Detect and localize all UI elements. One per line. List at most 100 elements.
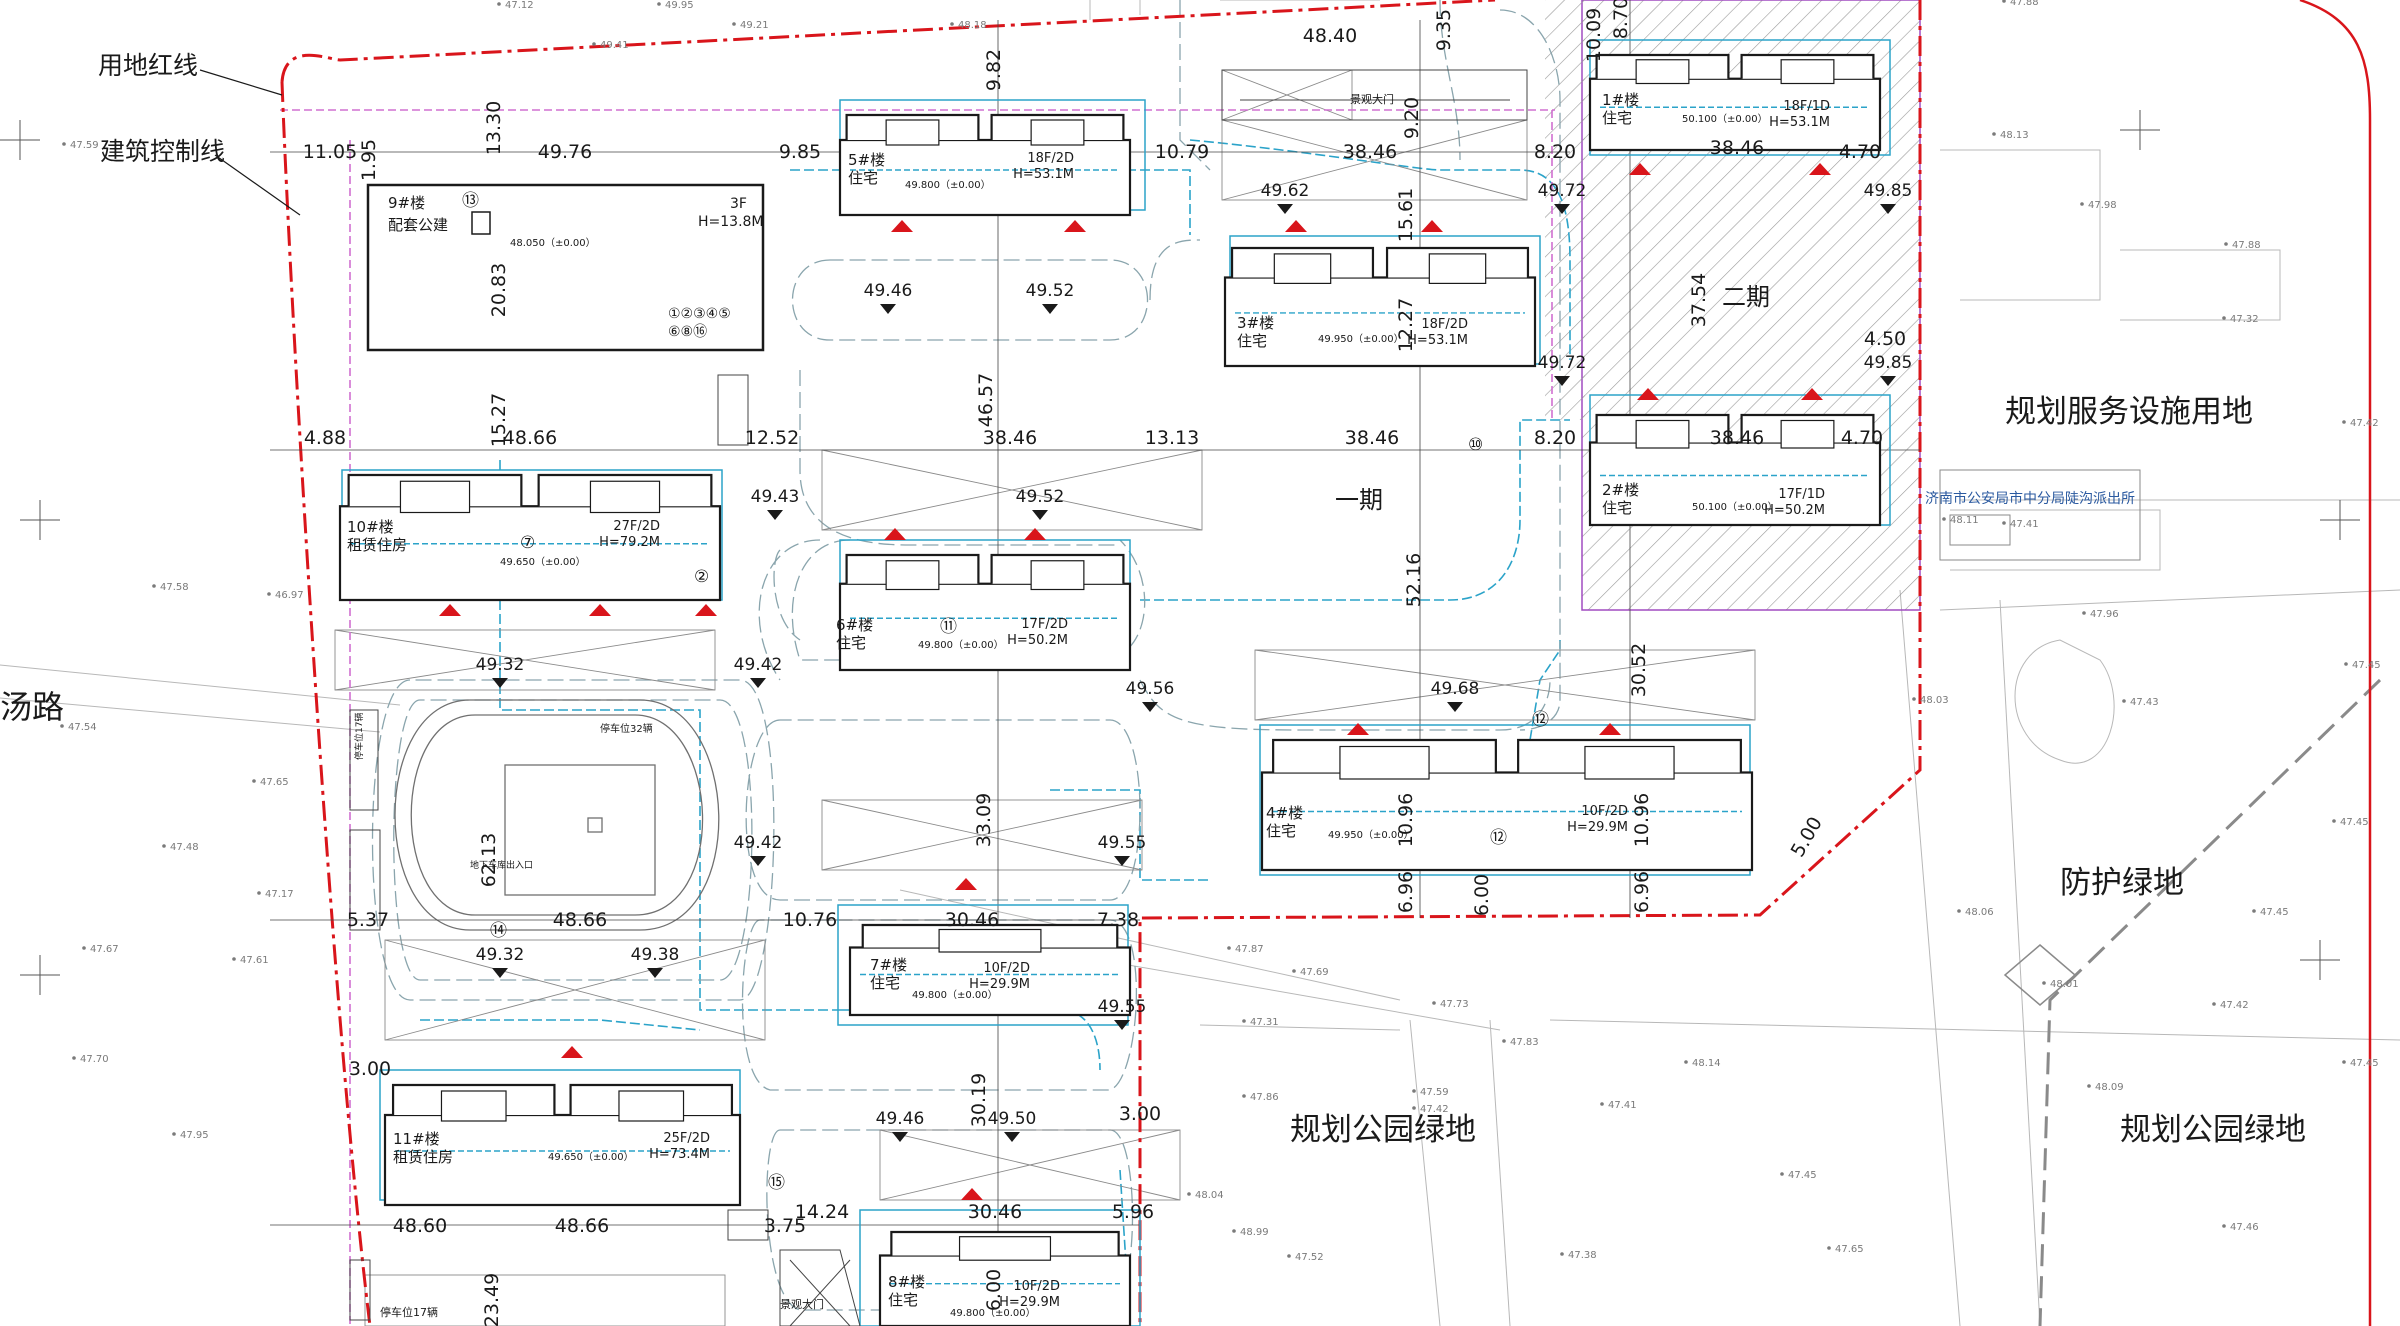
- survey-dot-15: [2082, 611, 2086, 615]
- building-2-height: H=50.2M: [1764, 503, 1825, 518]
- survey-point-50: 47.42: [2220, 1000, 2249, 1011]
- building-1-floors: 18F/1D: [1783, 99, 1830, 114]
- survey-dot-47: [2252, 909, 2256, 913]
- dimension-19: 10.76: [783, 909, 837, 931]
- level-14: 49.55: [1098, 833, 1147, 853]
- zone-park-a: 规划公园绿地: [1290, 1112, 1476, 1148]
- survey-dot-51: [1942, 517, 1946, 521]
- survey-point-39: 47.52: [1295, 1252, 1324, 1263]
- circled-number-3: ⑪: [940, 617, 957, 637]
- dimension-34: 9.35: [1433, 9, 1455, 51]
- building-7-footprint: [848, 923, 1132, 1017]
- basement-entry: 地下车库出入口: [470, 859, 533, 871]
- survey-dot-30: [1502, 1039, 1506, 1043]
- dimension-33: 9.82: [983, 49, 1005, 91]
- building-11-name: 11#楼: [393, 1130, 440, 1148]
- survey-dot-16: [2344, 662, 2348, 666]
- survey-dot-37: [1187, 1192, 1191, 1196]
- b9-level: 48.050（±0.00）: [510, 237, 596, 249]
- building-3-use: 住宅: [1237, 332, 1267, 350]
- building-10-name: 10#楼: [347, 518, 394, 536]
- dimension-0: 11.05: [303, 141, 357, 163]
- level-triangle-15: [492, 968, 508, 978]
- outer-boundary-curve: [2299, 0, 2372, 1326]
- building-5-height: H=53.1M: [1013, 167, 1074, 182]
- building-1-use: 住宅: [1602, 109, 1632, 127]
- zone-park-b: 规划公园绿地: [2120, 1112, 2306, 1148]
- dimension-36: 15.61: [1395, 188, 1417, 242]
- entrance-marker-2: [1285, 220, 1307, 232]
- building-5-use: 住宅: [848, 169, 878, 187]
- legend-leaders: [199, 69, 301, 216]
- survey-point-35: 47.41: [1608, 1100, 1637, 1111]
- level-12: 49.68: [1431, 679, 1480, 699]
- building-4-footprint: [1260, 738, 1754, 872]
- sports-field: [394, 699, 720, 931]
- building-6-floors: 17F/2D: [1021, 617, 1068, 632]
- building-3-floors: 18F/2D: [1421, 317, 1468, 332]
- dimension-42: 33.09: [973, 793, 995, 847]
- level-triangle-16: [647, 968, 663, 978]
- level-triangle-8: [1032, 510, 1048, 520]
- entrance-marker-10: [1024, 528, 1046, 540]
- level-15: 49.32: [476, 945, 525, 965]
- survey-point-43: 48.06: [1965, 907, 1994, 918]
- level-0: 49.62: [1261, 181, 1310, 201]
- level-3: 49.46: [864, 281, 913, 301]
- survey-dot-40: [1560, 1252, 1564, 1256]
- building-2-footprint: [1588, 413, 1882, 527]
- entrance-marker-12: [1599, 723, 1621, 735]
- survey-dot-3: [950, 22, 954, 26]
- survey-point-29: 47.31: [1250, 1017, 1279, 1028]
- level-triangle-12: [1447, 702, 1463, 712]
- building-2-name: 2#楼: [1602, 481, 1639, 499]
- circled-number-2: ②: [694, 567, 709, 587]
- legend-control-line: 建筑控制线: [100, 137, 225, 166]
- side-parking: [349, 374, 769, 1321]
- entrance-marker-0: [1629, 163, 1651, 175]
- b9-use: 配套公建: [388, 216, 448, 234]
- entrance-marker-15: [961, 1188, 983, 1200]
- level-triangle-17: [1114, 1020, 1130, 1030]
- level-18: 49.46: [876, 1109, 925, 1129]
- dimension-40: 37.54: [1688, 273, 1710, 327]
- building-2-use: 住宅: [1602, 499, 1632, 517]
- entrance-marker-13: [955, 878, 977, 890]
- dimension-12: 38.46: [1345, 427, 1399, 449]
- police-station-outline: [1939, 469, 2141, 561]
- level-5: 49.72: [1538, 353, 1587, 373]
- survey-point-27: 47.69: [1300, 967, 1329, 978]
- survey-point-2: 49.21: [740, 20, 769, 31]
- dimension-52: 3.00: [349, 1058, 391, 1080]
- circled-number-4: ⑫: [1532, 710, 1549, 730]
- survey-point-4: 47.88: [2010, 0, 2039, 8]
- dimension-9: 12.52: [745, 427, 799, 449]
- dimension-57: 8.70: [1610, 0, 1632, 39]
- dimension-39: 52.16: [1403, 553, 1425, 607]
- planned-road-right: [2038, 678, 2382, 1326]
- entrance-marker-5: [1801, 388, 1823, 400]
- survey-dot-39: [1287, 1254, 1291, 1258]
- building-6-level: 49.800（±0.00）: [918, 639, 1004, 651]
- survey-point-32: 47.86: [1250, 1092, 1279, 1103]
- entrance-marker-4: [1637, 388, 1659, 400]
- level-triangle-6: [1880, 376, 1896, 386]
- survey-point-23: 47.61: [240, 955, 269, 966]
- main-gate-label: 景观大门: [1350, 92, 1394, 106]
- level-6: 49.85: [1864, 353, 1913, 373]
- parking-32: 停车位32辆: [600, 722, 653, 735]
- building-6-footprint: [838, 553, 1132, 672]
- building-3-height: H=53.1M: [1407, 333, 1468, 348]
- building-10-height: H=79.2M: [599, 535, 660, 550]
- survey-dot-36: [1780, 1172, 1784, 1176]
- level-triangle-3: [880, 304, 896, 314]
- site-redline-right: [1138, 0, 1922, 1326]
- survey-dot-22: [82, 946, 86, 950]
- dimension-53: 3.00: [1119, 1103, 1161, 1125]
- survey-point-44: 48.09: [2095, 1082, 2124, 1093]
- parking-side: 停车位17辆: [353, 713, 365, 760]
- building-9-footprint: [366, 183, 765, 352]
- level-triangle-14: [1114, 856, 1130, 866]
